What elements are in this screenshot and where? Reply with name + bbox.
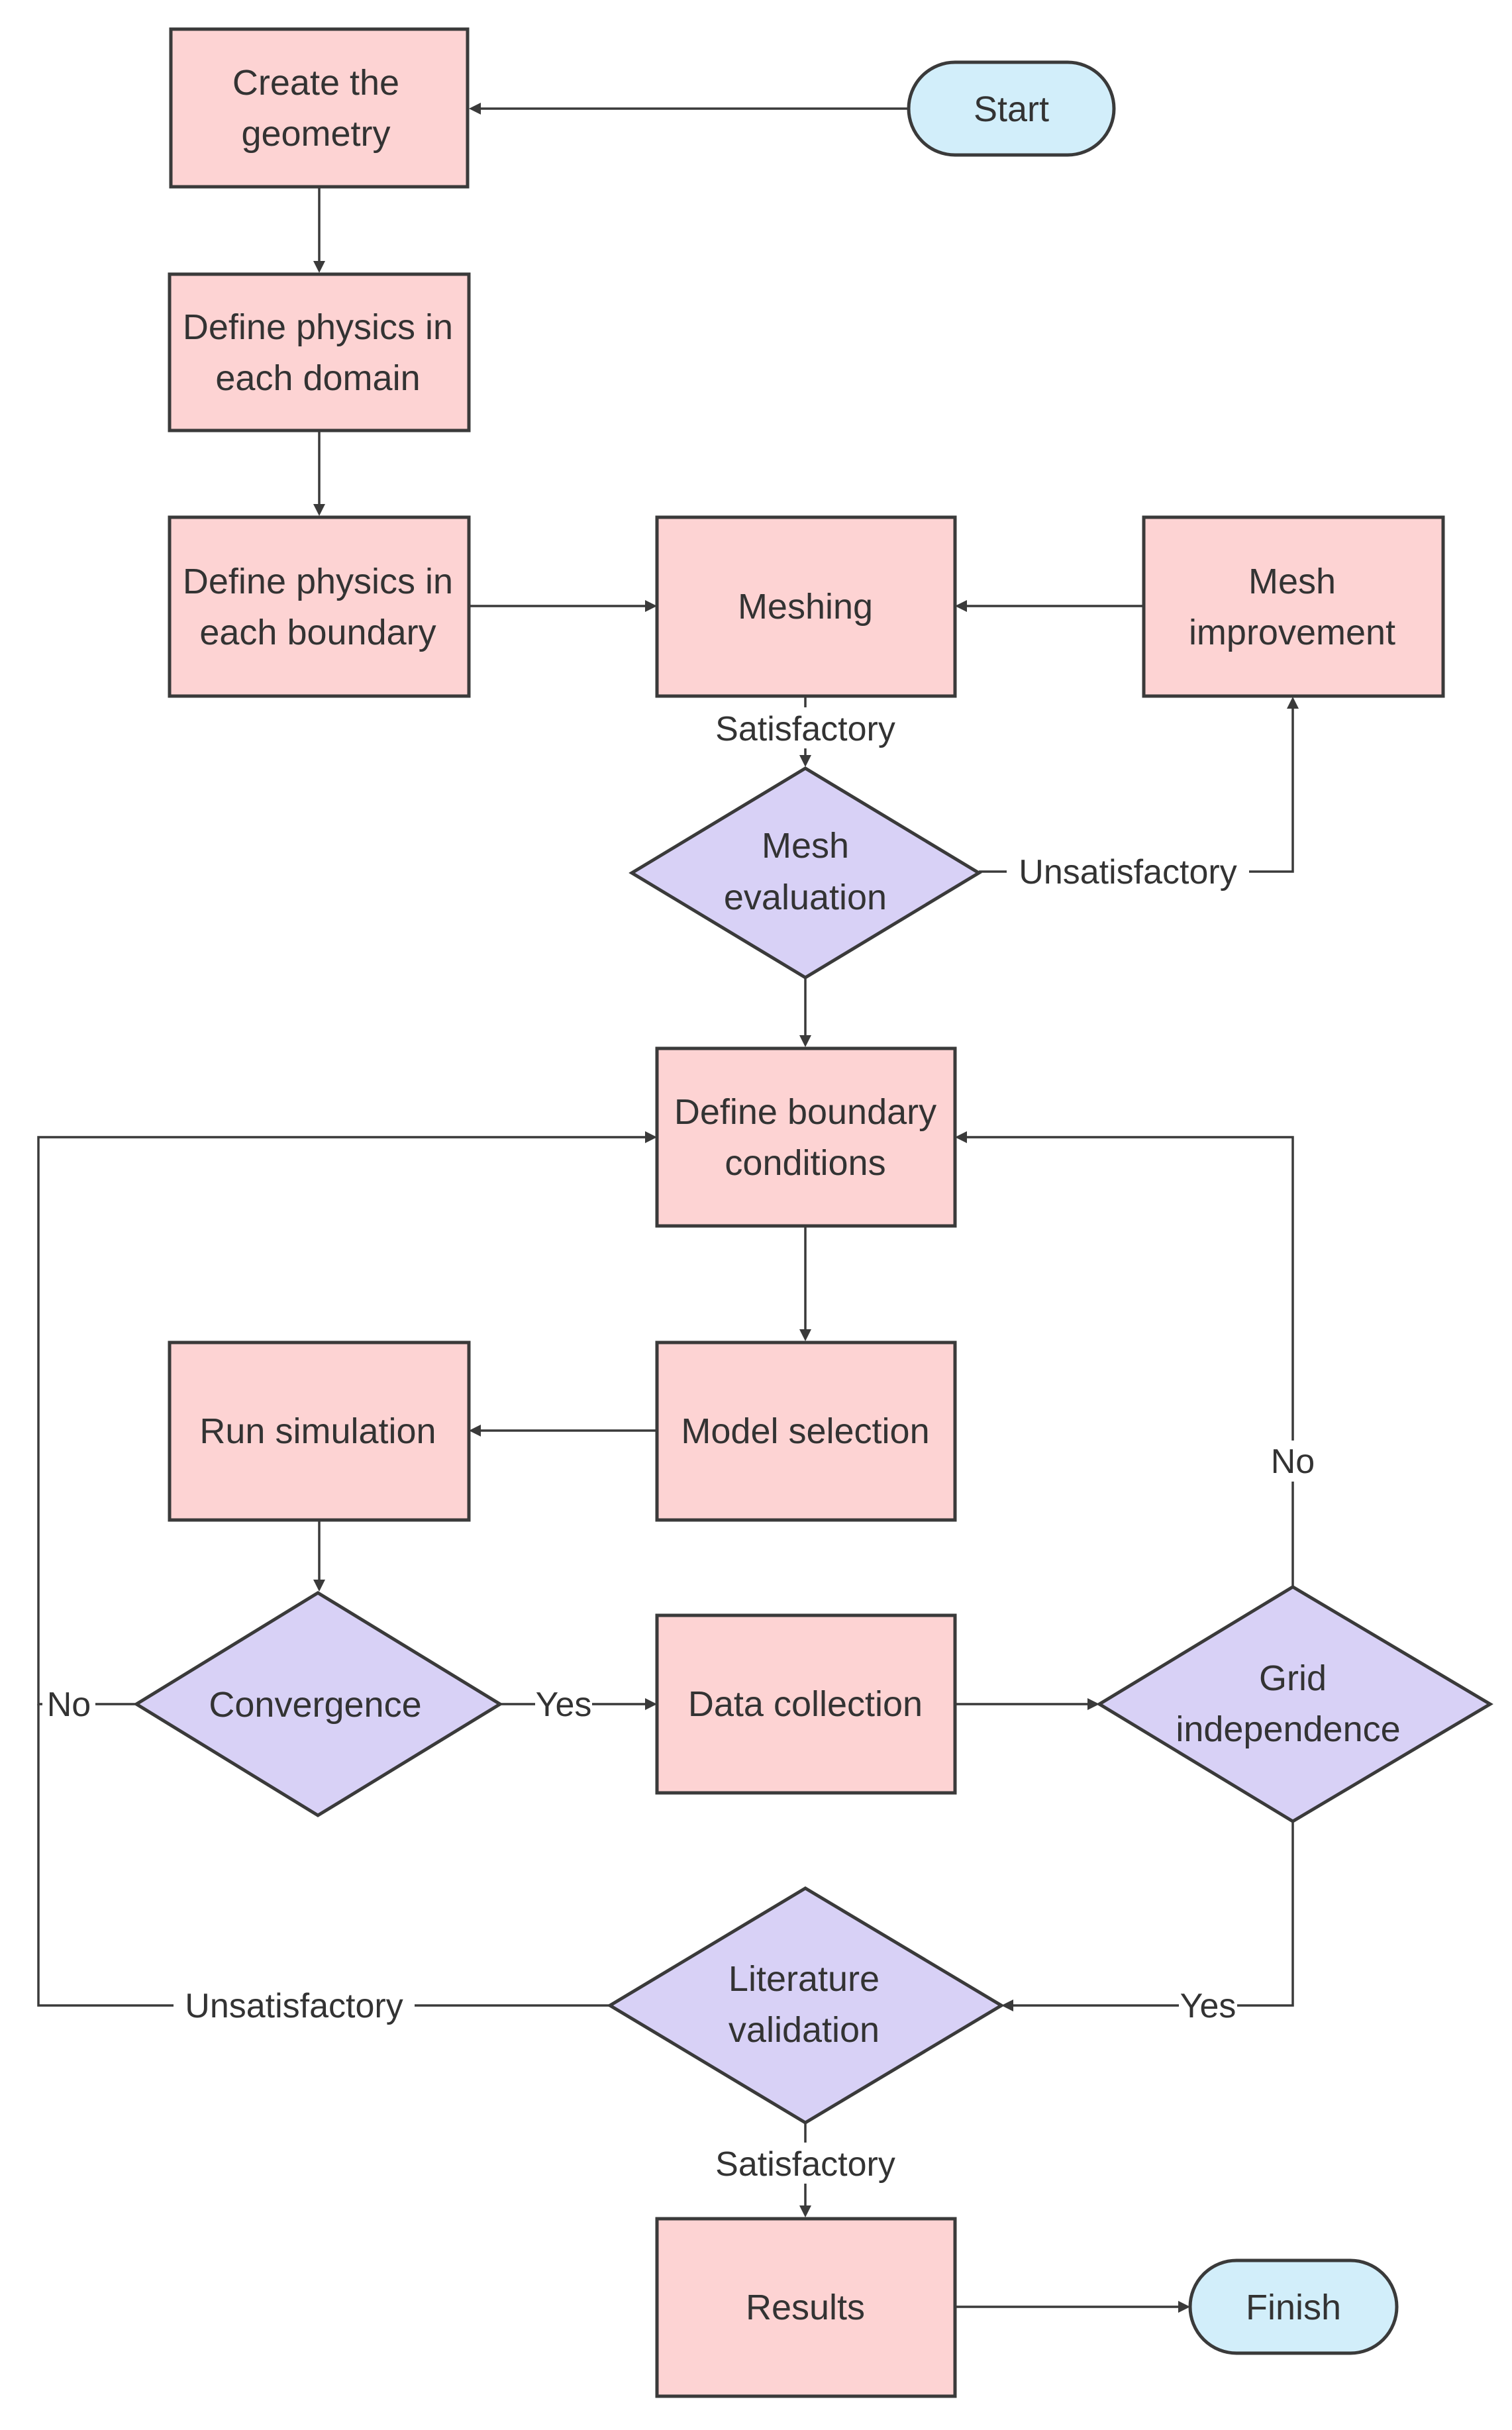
edge-evaluation-to-improvement	[979, 702, 1294, 873]
edge-grid-no-loop	[960, 1136, 1294, 1587]
node-physics-domain: Define physics in each domain	[168, 272, 471, 432]
node-convergence: Convergence	[133, 1591, 503, 1817]
arrow-head	[799, 755, 811, 767]
node-literature-validation: Literature validation	[607, 1886, 1005, 2125]
node-mesh-improvement: Mesh improvement	[1142, 515, 1445, 698]
arrow-head	[1178, 2301, 1190, 2313]
node-meshing-label: Meshing	[738, 587, 873, 627]
arrow-head	[1001, 2000, 1013, 2011]
arrow-head	[1087, 1698, 1099, 1710]
node-physics-domain-label: Define physics in	[183, 307, 453, 347]
label-grid-yes: Yes	[1180, 1987, 1236, 2025]
label-mesh-unsatisfactory: Unsatisfactory	[1019, 853, 1236, 891]
node-run-simulation: Run simulation	[168, 1341, 471, 1522]
node-create-geometry: Create the geometry	[169, 27, 470, 189]
arrow-head	[469, 103, 481, 115]
arrow-head	[469, 1425, 481, 1437]
node-mesh-improvement-label: improvement	[1189, 613, 1395, 652]
label-literature-satisfactory: Satisfactory	[715, 2145, 895, 2184]
label-literature-unsatisfactory: Unsatisfactory	[185, 1987, 403, 2025]
arrow-head	[313, 1580, 325, 1592]
node-data-collection: Data collection	[655, 1613, 957, 1795]
node-create-geometry-label: Create the	[232, 63, 399, 103]
label-grid-no: No	[1271, 1443, 1315, 1481]
node-physics-boundary-label: each boundary	[199, 613, 436, 652]
node-finish-label: Finish	[1246, 2288, 1341, 2327]
node-run-simulation-label: Run simulation	[199, 1411, 436, 1451]
node-create-geometry-label: geometry	[241, 114, 390, 154]
node-data-collection-label: Data collection	[688, 1684, 923, 1724]
label-mesh-satisfactory: Satisfactory	[715, 710, 895, 748]
edge-labels: Satisfactory Unsatisfactory No Yes No Ye…	[42, 707, 1321, 2184]
node-physics-boundary: Define physics in each boundary	[168, 515, 471, 698]
node-boundary-conditions: Define boundary conditions	[655, 1046, 957, 1228]
node-grid-independence-label: independence	[1176, 1709, 1400, 1749]
node-mesh-improvement-label: Mesh	[1248, 562, 1336, 601]
node-finish: Finish	[1188, 2258, 1399, 2355]
node-mesh-evaluation-label: Mesh	[762, 826, 849, 866]
node-model-selection-label: Model selection	[681, 1411, 929, 1451]
node-mesh-evaluation-label: evaluation	[724, 878, 887, 917]
node-mesh-evaluation: Mesh evaluation	[629, 766, 982, 980]
node-grid-independence: Grid independence	[1096, 1585, 1493, 1823]
arrow-head	[955, 1131, 967, 1143]
arrow-head	[645, 1698, 657, 1710]
node-grid-independence-label: Grid	[1259, 1658, 1327, 1698]
arrow-head	[645, 1131, 657, 1143]
node-physics-domain-label: each domain	[215, 358, 420, 398]
node-literature-validation-label: Literature	[729, 1959, 880, 1999]
nodes: Start Create the geometry Define physics…	[133, 27, 1493, 2398]
node-boundary-conditions-label: conditions	[725, 1143, 885, 1183]
label-convergence-no: No	[47, 1686, 91, 1724]
node-meshing: Meshing	[655, 515, 957, 698]
node-results: Results	[655, 2217, 957, 2398]
arrow-head	[955, 600, 967, 612]
node-boundary-conditions-label: Define boundary	[674, 1092, 936, 1132]
arrow-head	[1287, 697, 1299, 709]
node-start: Start	[907, 60, 1116, 157]
arrow-head	[799, 1329, 811, 1341]
arrow-head	[799, 2205, 811, 2217]
arrow-head	[645, 600, 657, 612]
edge-grid-yes	[1007, 1821, 1294, 2007]
node-start-label: Start	[974, 89, 1049, 129]
label-convergence-yes: Yes	[536, 1686, 592, 1724]
node-results-label: Results	[746, 2288, 865, 2327]
node-model-selection: Model selection	[655, 1341, 957, 1522]
arrow-head	[313, 261, 325, 273]
node-convergence-label: Convergence	[209, 1685, 421, 1725]
node-physics-boundary-label: Define physics in	[183, 562, 453, 601]
arrow-head	[799, 1035, 811, 1047]
node-literature-validation-label: validation	[729, 2010, 880, 2050]
edge-literature-unsatisfactory	[37, 1704, 610, 2007]
arrow-head	[313, 504, 325, 516]
